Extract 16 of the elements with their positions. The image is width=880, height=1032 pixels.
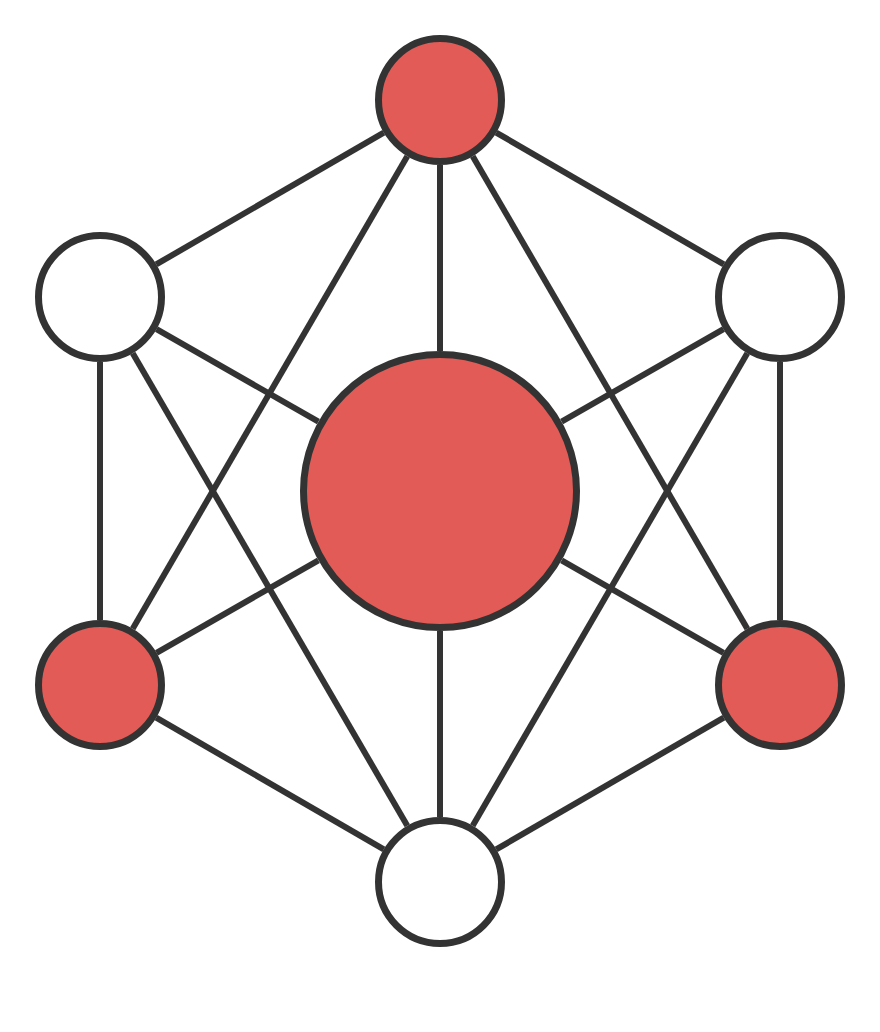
connector-line xyxy=(155,326,320,425)
connector-line xyxy=(154,130,386,267)
connector-line xyxy=(560,557,725,656)
connector-line xyxy=(470,351,750,828)
connector-line xyxy=(494,715,726,852)
connector-line xyxy=(777,362,783,620)
connector-line xyxy=(154,715,386,852)
connector-line xyxy=(130,351,410,828)
connector-line xyxy=(97,362,103,620)
connector-line xyxy=(494,130,726,267)
connector-line xyxy=(155,557,320,656)
connector-line xyxy=(130,154,410,631)
connector-line xyxy=(560,326,725,425)
connector-line xyxy=(437,165,443,351)
connector-line xyxy=(437,631,443,817)
connector-line xyxy=(470,154,750,631)
